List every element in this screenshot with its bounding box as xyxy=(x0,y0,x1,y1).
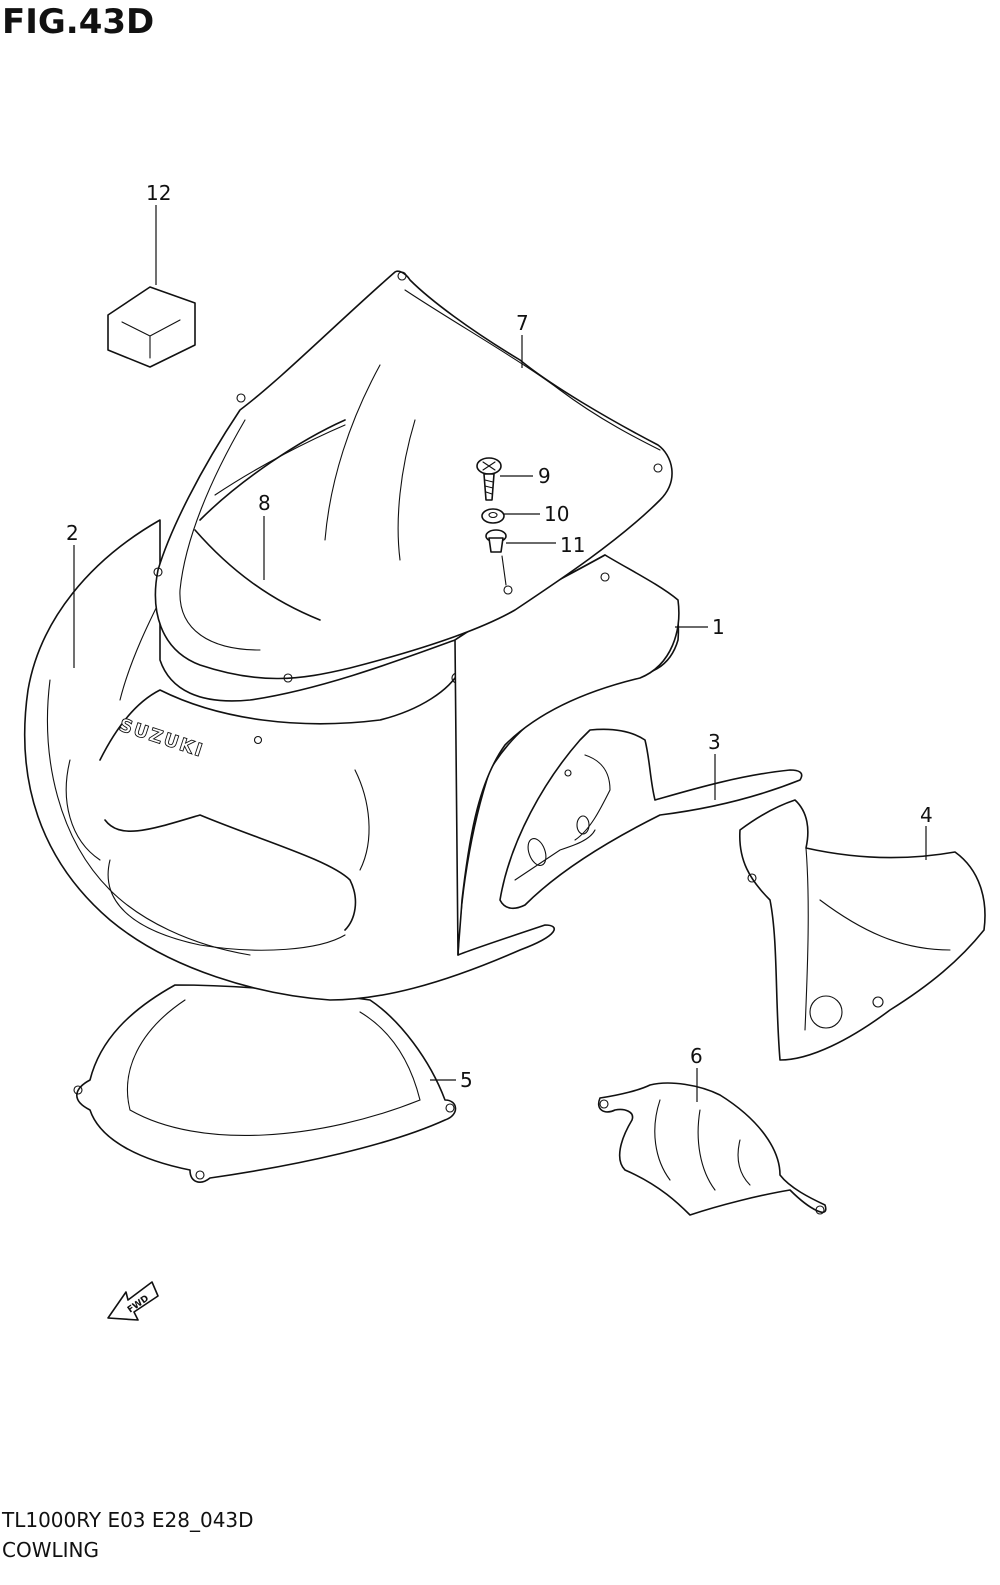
part-12-label-cube[interactable] xyxy=(107,286,196,368)
callout-11[interactable]: 11 xyxy=(560,533,585,557)
callout-5[interactable]: 5 xyxy=(460,1068,473,1092)
fwd-arrow-icon: FWD xyxy=(107,1281,159,1321)
part-9-screw[interactable] xyxy=(476,457,502,501)
callout-9[interactable]: 9 xyxy=(538,464,551,488)
part-1-side-cowl[interactable] xyxy=(454,554,680,956)
part-4-side-duct[interactable] xyxy=(739,799,986,1061)
callout-12[interactable]: 12 xyxy=(146,181,171,205)
callout-10[interactable]: 10 xyxy=(544,502,569,526)
callout-6[interactable]: 6 xyxy=(690,1044,703,1068)
callout-3[interactable]: 3 xyxy=(708,730,721,754)
part-11-grommet[interactable] xyxy=(485,529,507,586)
part-5-inner-panel[interactable] xyxy=(73,984,457,1183)
callout-7[interactable]: 7 xyxy=(516,311,529,335)
part-10-washer[interactable] xyxy=(481,508,505,524)
callout-1[interactable]: 1 xyxy=(712,615,725,639)
model-code: TL1000RY E03 E28_043D xyxy=(2,1508,254,1532)
part-6-bracket-cover[interactable] xyxy=(597,1082,827,1216)
part-8-trim-strip[interactable] xyxy=(194,419,346,621)
part-3-inner-duct[interactable] xyxy=(499,728,803,910)
part-7-windscreen[interactable] xyxy=(153,270,673,683)
callout-2[interactable]: 2 xyxy=(66,521,79,545)
figure-title: FIG.43D xyxy=(2,2,155,42)
section-name: COWLING xyxy=(2,1538,99,1562)
callout-8[interactable]: 8 xyxy=(258,491,271,515)
callout-4[interactable]: 4 xyxy=(920,803,933,827)
